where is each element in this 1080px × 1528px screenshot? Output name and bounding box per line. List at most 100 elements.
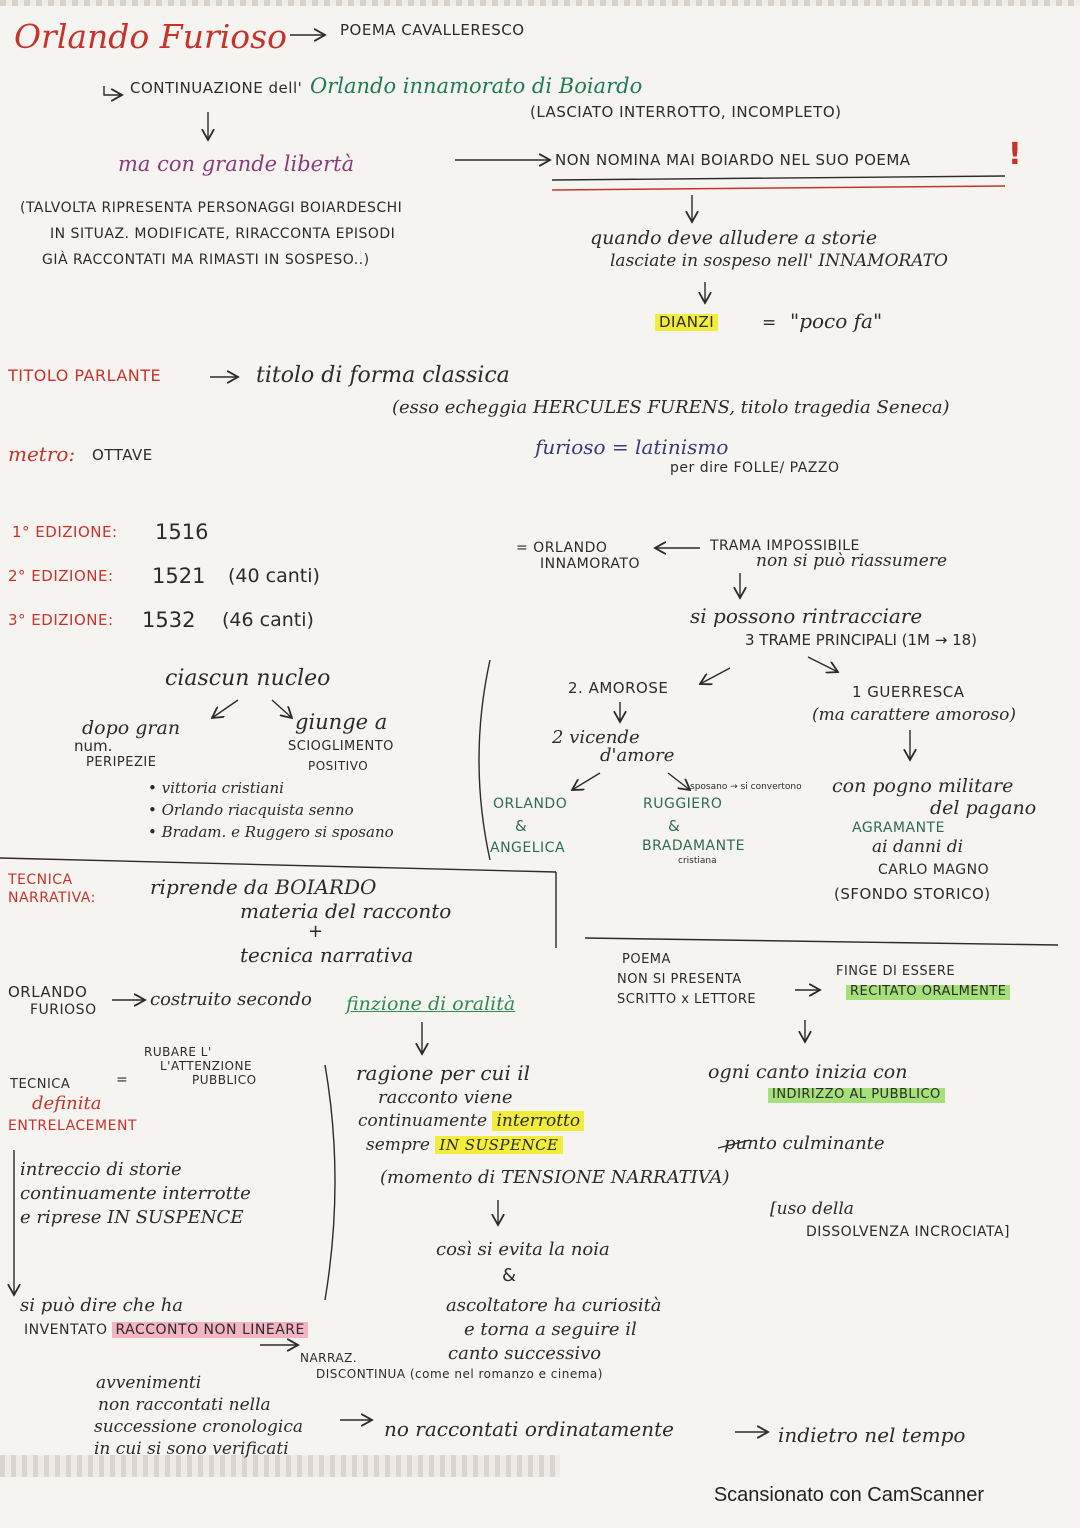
technique-defined-line: definita [32, 1093, 102, 1114]
entrelacement-label: ENTRELACEMENT [8, 1118, 137, 1134]
couple2-line: RUGGIERO [643, 796, 723, 812]
plot2-title: 2. AMOROSE [568, 679, 669, 697]
couple1-line: & [515, 817, 527, 835]
innamorato-line: = ORLANDO [516, 540, 608, 556]
dianzi-meaning: "poco fa" [790, 309, 883, 333]
nucleus-bullet: • Bradam. e Ruggero si sposano [148, 823, 394, 841]
war-line: ai danni di [872, 837, 964, 857]
orality-subject-line: ORLANDO [8, 983, 88, 1001]
liberty-text: ma con grande libertà [118, 152, 355, 176]
curiosity-line: e torna a seguire il [464, 1319, 637, 1340]
reason-line: racconto viene [378, 1087, 513, 1108]
edition-note: (40 canti) [228, 565, 320, 587]
sposano-note: sposano → si convertono [690, 782, 802, 792]
intertwine-line: 3 TRAME PRINCIPALI (1M → 18) [745, 631, 978, 649]
title-section-label: TITOLO PARLANTE [8, 366, 162, 385]
war-line: AGRAMANTE [852, 820, 945, 836]
never-names-boiardo: NON NOMINA MAI BOIARDO NEL SUO POEMA [555, 151, 911, 169]
trama-line: TRAMA IMPOSSIBILE [710, 538, 860, 554]
nucleus-bullet-text: vittoria cristiani [161, 779, 284, 797]
capture-line: RUBARE L' [144, 1045, 212, 1059]
edition-year: 1532 [142, 608, 196, 632]
notebook-edge-bottom [0, 1455, 560, 1477]
orality-highlight: finzione di oralità [346, 993, 516, 1015]
recited-prefix: FINGE DI ESSERE [836, 964, 956, 979]
orality-subject-line: FURIOSO [30, 1002, 97, 1018]
couple2-note: cristiana [678, 856, 717, 866]
nonlinear-invented: INVENTATO RACCONTO NON LINEARE [24, 1322, 308, 1338]
continuation-prefix: CONTINUAZIONE dell' [130, 79, 303, 97]
dianzi-highlight: DIANZI [655, 313, 719, 332]
events-line: non raccontati nella [98, 1395, 271, 1415]
nucleus-bullet-text: Bradam. e Ruggero si sposano [161, 823, 394, 841]
edition-note: (46 canti) [222, 609, 314, 631]
poem-line: POEMA [622, 952, 671, 967]
latinism-note: per dire FOLLE/ PAZZO [670, 460, 840, 476]
technique-line: riprende da BOIARDO [150, 875, 377, 899]
plot1-note: (ma carattere amoroso) [812, 705, 1016, 725]
capture-line: PUBBLICO [192, 1073, 257, 1087]
continuation-work: Orlando innamorato di Boiardo [310, 74, 643, 98]
trama-line: non si può riassumere [756, 551, 948, 571]
camscanner-watermark: Scansionato con CamScanner [713, 1484, 984, 1506]
nucleus-bullet-text: Orlando riacquista senno [161, 801, 354, 819]
plot2-sub-line: 2 vicende [552, 727, 640, 748]
dianzi-equals: = [762, 313, 777, 333]
latinism: furioso = latinismo [535, 435, 729, 459]
couple1-line: ORLANDO [493, 796, 568, 812]
liberty-note-line: (TALVOLTA RIPRESENTA PERSONAGGI BOIARDES… [20, 200, 403, 216]
nucleus-left-line: PERIPEZIE [86, 755, 157, 770]
edition-year: 1516 [155, 520, 209, 544]
innamorato-line: INNAMORATO [540, 556, 640, 572]
war-line: con pogno militare [832, 775, 1014, 797]
recited-highlight: RECITATO ORALMENTE [846, 984, 1011, 1000]
curiosity-line: ascoltatore ha curiosità [446, 1295, 662, 1316]
intertwine-line: si possono rintracciare [690, 604, 923, 628]
suspense-highlight: IN SUSPENCE [435, 1136, 563, 1154]
edition-label: 3° EDIZIONE: [8, 611, 114, 629]
narr-line: NARRAZ. [300, 1351, 358, 1365]
metre-value: OTTAVE [92, 446, 153, 464]
plot2-sub-line: d'amore [600, 745, 675, 766]
events-line: successione cronologica [94, 1417, 304, 1437]
edition-label: 2° EDIZIONE: [8, 567, 114, 585]
canto-line: ogni canto inizia con [708, 1061, 908, 1083]
suspense-prefix: sempre [366, 1135, 430, 1155]
allude-line: lasciate in sospeso nell' INNAMORATO [610, 251, 948, 271]
edition-year: 1521 [152, 564, 206, 588]
invented-text: INVENTATO [24, 1322, 108, 1338]
nucleus-left-line: num. [74, 737, 113, 755]
couple2-line: & [668, 817, 680, 835]
page-title: Orlando Furioso [14, 17, 287, 56]
nonlinear-back: indietro nel tempo [778, 1423, 966, 1447]
reason-line: ragione per cui il [356, 1061, 530, 1085]
dissolve-line: DISSOLVENZA INCROCIATA] [806, 1224, 1010, 1240]
narr-line: DISCONTINUA (come nel romanzo e cinema) [316, 1367, 603, 1381]
poem-line: NON SI PRESENTA [617, 972, 742, 987]
boredom-text: così si evita la noia [436, 1239, 610, 1260]
nucleus-bullet: • Orlando riacquista senno [148, 801, 354, 819]
nucleus-right-line: giunge a [295, 710, 388, 734]
nonlinear-highlight: RACCONTO NON LINEARE [112, 1322, 308, 1338]
dissolve-line: [uso della [770, 1199, 854, 1219]
nucleus-bullet: • vittoria cristiani [148, 779, 284, 797]
technique-defined-line: TECNICA [10, 1077, 71, 1092]
nucleus-title: ciascun nucleo [165, 666, 331, 691]
liberty-note-line: GIÀ RACCONTATI MA RIMASTI IN SOSPESO..) [42, 252, 370, 268]
interrupt-prefix: continuamente [358, 1111, 488, 1131]
plot1-title: 1 GUERRESCA [852, 683, 965, 701]
tension-text: (momento di TENSIONE NARRATIVA) [380, 1167, 730, 1188]
technique-line: tecnica narrativa [240, 943, 414, 967]
title-section-note: (esso echeggia HERCULES FURENS, titolo t… [392, 397, 950, 418]
nucleus-right-line: SCIOGLIMENTO [288, 739, 394, 754]
liberty-note-line: IN SITUAZ. MODIFICATE, RIRACCONTA EPISOD… [50, 226, 396, 242]
interlacement-def-line: e riprese IN SUSPENCE [20, 1207, 244, 1228]
genre-label: POEMA CAVALLERESCO [340, 21, 525, 39]
war-line: CARLO MAGNO [878, 862, 990, 878]
couple1-line: ANGELICA [490, 840, 566, 856]
poem-line: SCRITTO x LETTORE [617, 992, 757, 1007]
couple2-line: BRADAMANTE [642, 838, 745, 854]
continuation-note: (LASCIATO INTERROTTO, INCOMPLETO) [530, 103, 842, 121]
interrupt-highlight: interrotto [492, 1111, 585, 1131]
